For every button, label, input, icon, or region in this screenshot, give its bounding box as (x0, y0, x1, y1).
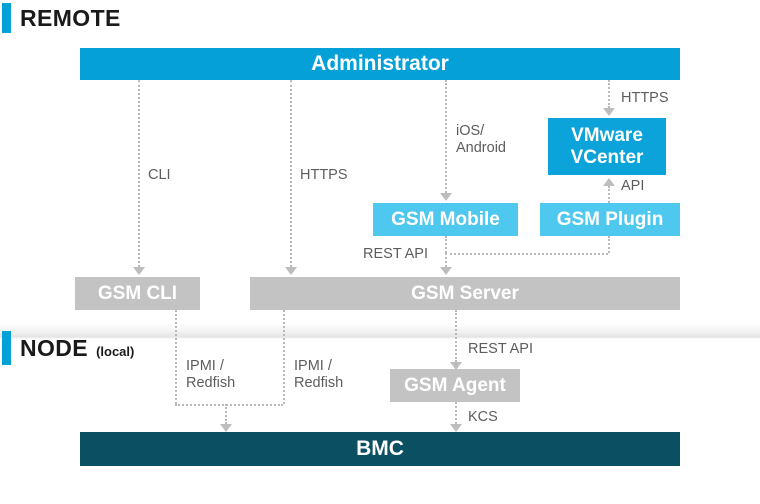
connector-mobile-down (445, 236, 447, 253)
node-bmc[interactable]: BMC (80, 432, 680, 466)
connector-admin-to-cli (138, 80, 140, 267)
node-gsm-server[interactable]: GSM Server (250, 277, 680, 310)
connector-rest-api-to-server (445, 253, 447, 267)
section-title-node: NODE (20, 334, 89, 361)
connector-agent-to-bmc (455, 402, 457, 424)
connector-server-down-left (283, 310, 285, 404)
connector-plugin-down (608, 236, 610, 253)
arrowhead-admin-to-cli (133, 267, 145, 275)
edge-label-kcs: KCS (468, 409, 498, 425)
edge-label-ios-android: iOS/ Android (456, 123, 506, 157)
connector-admin-to-server (290, 80, 292, 267)
node-gsm-cli[interactable]: GSM CLI (75, 277, 200, 310)
arrowhead-rest-api-to-server (440, 267, 452, 275)
connector-admin-to-mobile (445, 80, 447, 193)
section-header-remote: REMOTE (2, 3, 121, 33)
node-gsm-mobile[interactable]: GSM Mobile (373, 203, 518, 236)
connector-ipmi-to-bmc (225, 404, 227, 424)
node-vmware-vcenter[interactable]: VMware VCenter (548, 118, 666, 175)
connector-admin-to-vcenter (608, 80, 610, 108)
section-divider (0, 322, 760, 339)
edge-label-api: API (621, 178, 645, 194)
arrowhead-ipmi-to-bmc (220, 424, 232, 432)
node-gsm-agent[interactable]: GSM Agent (390, 369, 520, 402)
section-header-node: NODE (local) (2, 331, 134, 365)
section-accent-bar-node (2, 331, 11, 365)
edge-label-https-vcenter: HTTPS (621, 90, 669, 106)
edge-label-rest-api-server: REST API (363, 246, 429, 262)
node-administrator[interactable]: Administrator (80, 48, 680, 80)
connector-plugin-to-vcenter (608, 186, 610, 203)
edge-label-rest-api-agent: REST API (468, 341, 534, 357)
connector-server-to-agent (455, 310, 457, 362)
section-title-remote: REMOTE (20, 4, 121, 31)
arrowhead-admin-to-server (285, 267, 297, 275)
edge-label-ipmi-redfish-server: IPMI / Redfish (294, 358, 344, 392)
connector-rest-api-junction (445, 253, 608, 255)
edge-label-cli: CLI (148, 167, 171, 183)
section-accent-bar-remote (2, 3, 11, 33)
arrowhead-agent-to-bmc (450, 424, 462, 432)
arrowhead-plugin-to-vcenter (603, 178, 615, 186)
arrowhead-server-to-agent (450, 362, 462, 370)
node-gsm-plugin[interactable]: GSM Plugin (540, 203, 680, 236)
section-subtitle-node: (local) (96, 343, 135, 359)
connector-cli-down (175, 310, 177, 404)
connector-ipmi-junction (175, 404, 283, 406)
edge-label-ipmi-redfish-cli: IPMI / Redfish (186, 358, 236, 392)
arrowhead-admin-to-vcenter (603, 108, 615, 116)
arrowhead-admin-to-mobile (440, 193, 452, 201)
edge-label-https-server: HTTPS (300, 167, 348, 183)
